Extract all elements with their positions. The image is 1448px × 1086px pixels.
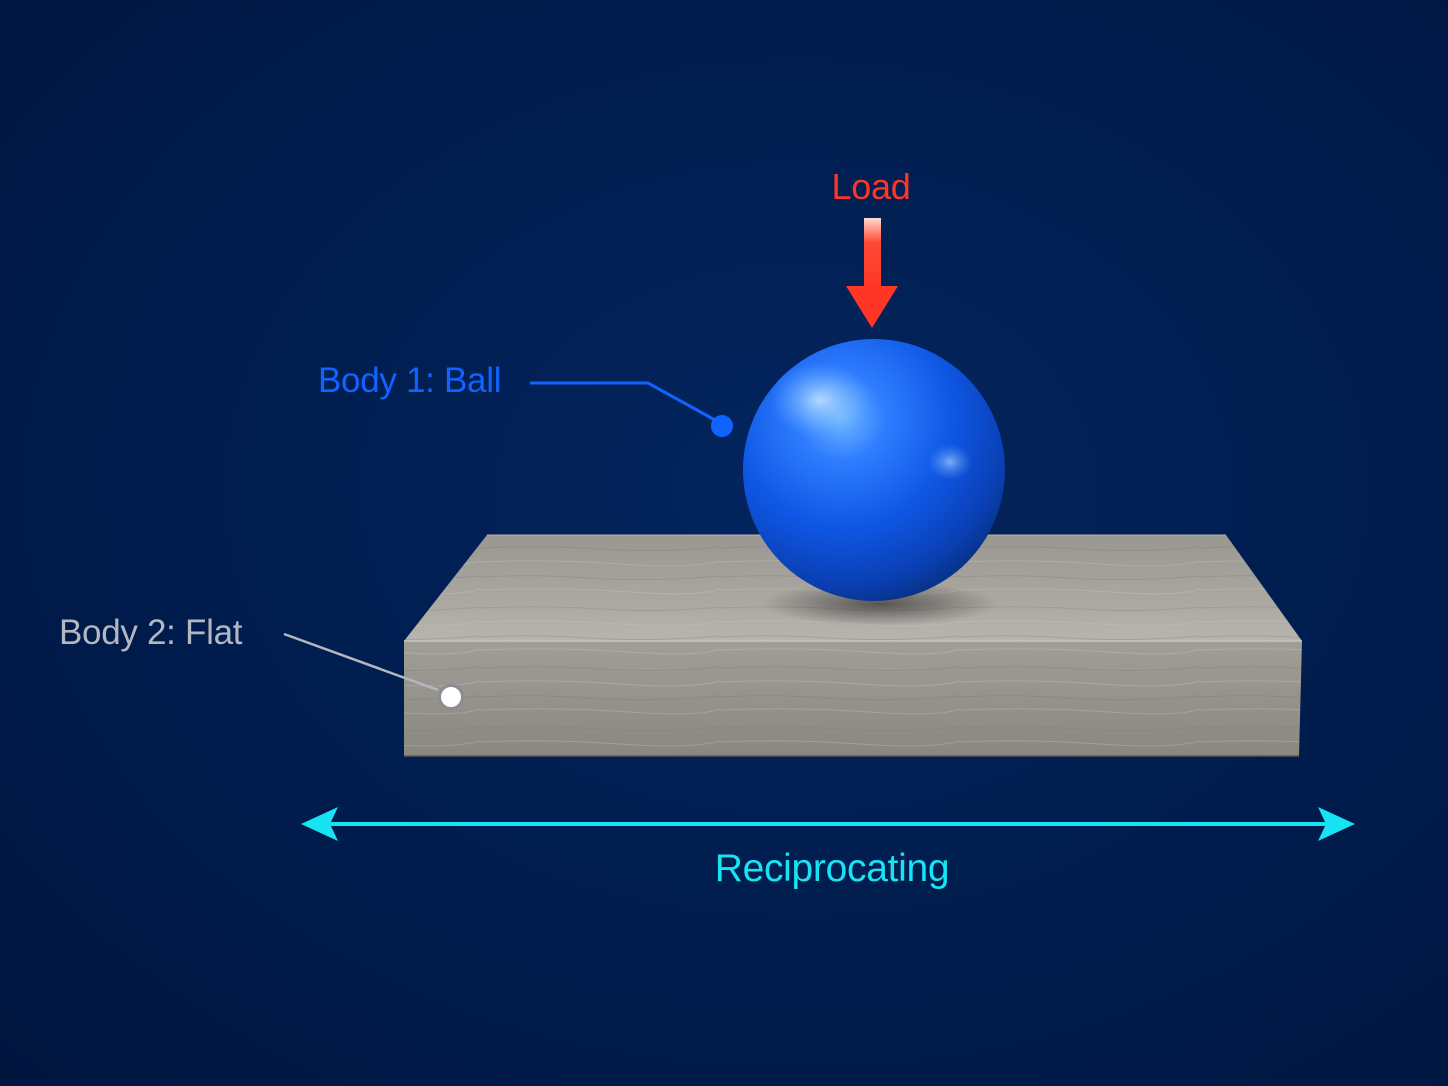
reciprocating-arrow-left-head bbox=[301, 807, 338, 841]
flat-label: Body 2: Flat bbox=[59, 613, 243, 652]
load-arrow bbox=[846, 218, 898, 328]
load-label: Load bbox=[831, 166, 911, 207]
ball bbox=[743, 339, 1005, 601]
reciprocating-arrow-right-head bbox=[1318, 807, 1355, 841]
ball-shadow bbox=[762, 582, 998, 626]
flat-callout bbox=[283, 632, 464, 710]
flat-leader-line bbox=[283, 632, 439, 692]
ball-label: Body 1: Ball bbox=[318, 361, 502, 400]
ball-callout bbox=[530, 381, 733, 437]
ball-leader-line bbox=[530, 381, 716, 422]
ball-leader-dot bbox=[711, 415, 733, 437]
load-arrow-shaft bbox=[864, 218, 881, 288]
load-arrow-head bbox=[846, 286, 898, 328]
reciprocating-arrow bbox=[301, 807, 1355, 841]
flat-leader-dot bbox=[438, 684, 464, 710]
ball-side-highlight bbox=[928, 444, 972, 480]
ball-specular-highlight bbox=[770, 362, 870, 438]
flat-front-face-grain bbox=[404, 641, 1302, 756]
reciprocating-label: Reciprocating bbox=[714, 847, 950, 890]
flat-block bbox=[404, 534, 1302, 757]
